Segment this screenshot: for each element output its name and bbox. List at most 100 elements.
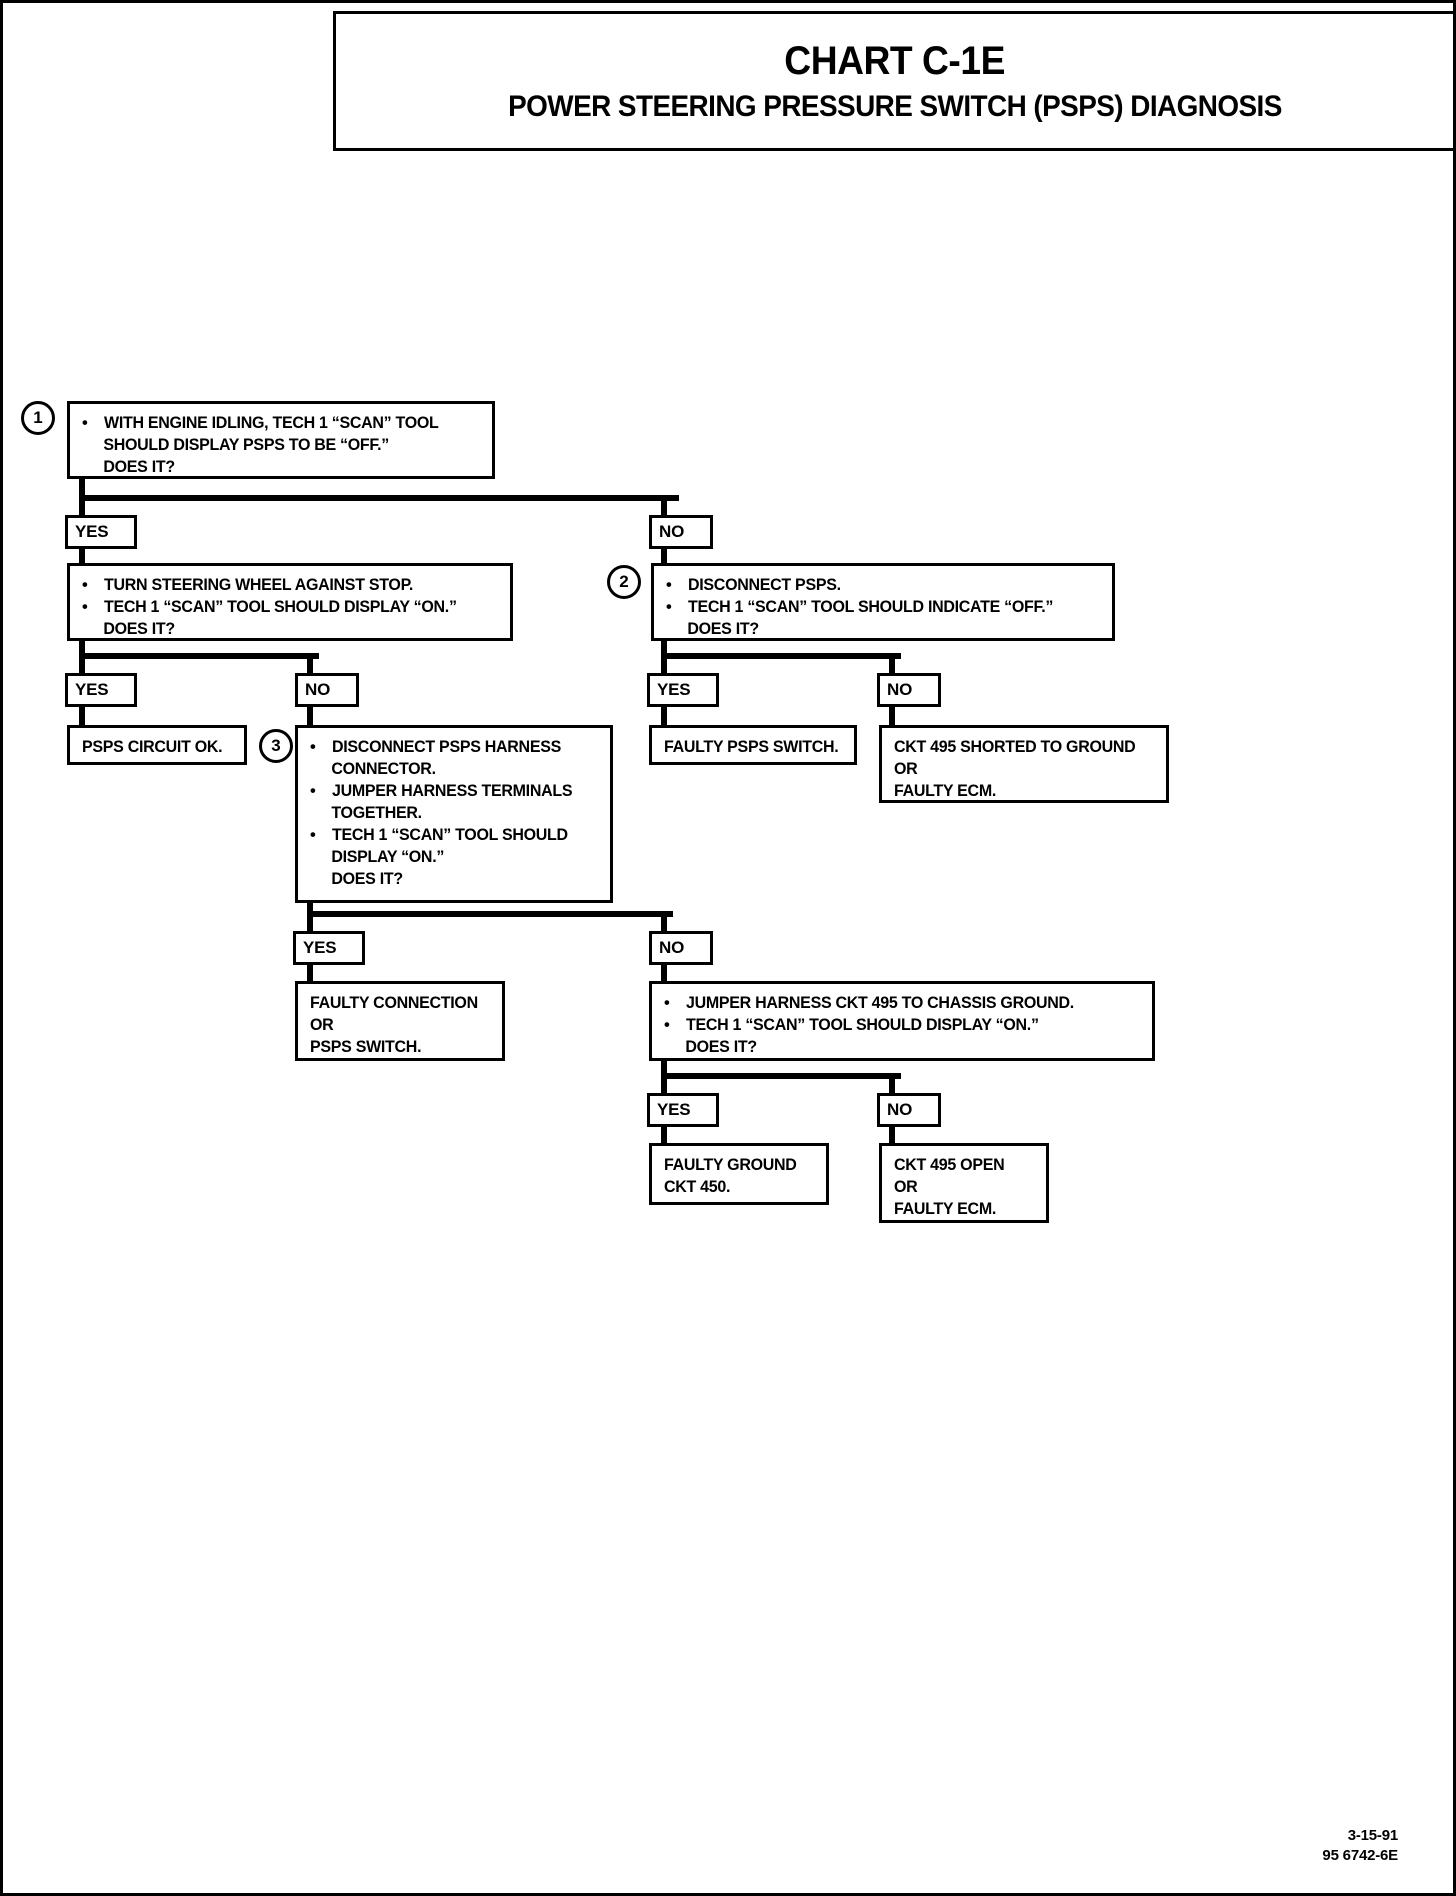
step-number-1-label: 1 [33, 408, 43, 427]
branch-label-yes-4-text: YES [303, 938, 337, 957]
branch-label-yes-5: YES [647, 1093, 719, 1127]
connector-no2-to-box [307, 707, 313, 727]
result-faulty-connection-line-2: OR [310, 1015, 334, 1034]
step-number-2-label: 2 [619, 572, 629, 591]
chart-title: POWER STEERING PRESSURE SWITCH (PSPS) DI… [507, 89, 1282, 123]
step-2-line-2: TECH 1 “SCAN” TOOL SHOULD INDICATE “OFF.… [688, 597, 1054, 616]
footer-date: 3-15-91 [1347, 1827, 1399, 1844]
step-1-line-3: DOES IT? [103, 457, 175, 476]
connector-step4-no-drop [889, 1073, 895, 1095]
branch-label-no-4-text: NO [659, 938, 685, 957]
bullet-icon [664, 1015, 686, 1037]
connector-no5-to-box [889, 1127, 895, 1145]
result-ckt495-open: CKT 495 OPEN OR FAULTY ECM. [879, 1143, 1049, 1223]
step-3-line-3a: TECH 1 “SCAN” TOOL SHOULD [332, 825, 568, 844]
result-faulty-connection: FAULTY CONNECTION OR PSPS SWITCH. [295, 981, 505, 1061]
result-ckt495-shorted-line-3: FAULTY ECM. [894, 781, 997, 800]
bullet-icon [310, 825, 332, 847]
title-block: CHART C-1E POWER STEERING PRESSURE SWITC… [333, 11, 1453, 151]
connector-step2-no-drop [889, 653, 895, 675]
step-3-line-2b: TOGETHER. [331, 803, 422, 822]
connector-yes2-to-box [79, 707, 85, 727]
result-psps-circuit-ok: PSPS CIRCUIT OK. [67, 725, 247, 765]
step-3-line-1b: CONNECTOR. [331, 759, 436, 778]
bullet-icon [82, 413, 104, 435]
step-1-line-1: WITH ENGINE IDLING, TECH 1 “SCAN” TOOL [104, 414, 439, 432]
result-faulty-connection-line-1: FAULTY CONNECTION [310, 994, 478, 1012]
branch-label-yes-2: YES [65, 673, 137, 707]
result-ckt495-shorted: CKT 495 SHORTED TO GROUND OR FAULTY ECM. [879, 725, 1169, 803]
step-4-line-1: JUMPER HARNESS CKT 495 TO CHASSIS GROUND… [686, 994, 1074, 1012]
step-2-line-3: DOES IT? [687, 619, 759, 638]
result-psps-circuit-ok-text: PSPS CIRCUIT OK. [82, 738, 223, 756]
step-2-line-1: DISCONNECT PSPS. [688, 576, 841, 594]
branch-label-no-1-text: NO [659, 522, 685, 541]
connector-step1-no-drop [661, 495, 667, 517]
step-3-line-1a: DISCONNECT PSPS HARNESS [332, 738, 561, 756]
connector-step2-down [661, 641, 667, 659]
bullet-icon [666, 575, 688, 597]
branch-label-yes-3: YES [647, 673, 719, 707]
result-faulty-ground-line-2: CKT 450. [664, 1177, 731, 1196]
connector-yesbox-no-drop [307, 653, 313, 675]
connector-yes1-to-box [79, 549, 85, 565]
result-faulty-psps-switch-text: FAULTY PSPS SWITCH. [664, 738, 839, 756]
result-faulty-connection-line-3: PSPS SWITCH. [310, 1037, 422, 1056]
connector-no4-to-box [661, 965, 667, 983]
connector-step1-down [79, 479, 85, 501]
connector-step4-down [661, 1061, 667, 1077]
step-number-1: 1 [21, 401, 55, 435]
connector-step2-yes-drop [661, 653, 667, 675]
step-1-yes-box: TURN STEERING WHEEL AGAINST STOP. TECH 1… [67, 563, 513, 641]
bullet-icon [310, 781, 332, 803]
branch-label-yes-1: YES [65, 515, 137, 549]
result-ckt495-shorted-line-2: OR [894, 759, 918, 778]
branch-label-yes-1-text: YES [75, 522, 109, 541]
result-faulty-ground: FAULTY GROUND CKT 450. [649, 1143, 829, 1205]
step-3-line-4: DOES IT? [331, 869, 403, 888]
connector-yes3-to-box [661, 707, 667, 727]
step-1-box: WITH ENGINE IDLING, TECH 1 “SCAN” TOOL S… [67, 401, 495, 479]
branch-label-no-5-text: NO [887, 1100, 913, 1119]
branch-label-no-3: NO [877, 673, 941, 707]
branch-label-no-3-text: NO [887, 680, 913, 699]
branch-label-yes-3-text: YES [657, 680, 691, 699]
connector-yesbox-down [79, 641, 85, 659]
step-1-yes-line-3: DOES IT? [103, 619, 175, 638]
connector-yesbox-bus [79, 653, 319, 659]
branch-label-no-5: NO [877, 1093, 941, 1127]
step-4-line-3: DOES IT? [685, 1037, 757, 1056]
result-ckt495-shorted-line-1: CKT 495 SHORTED TO GROUND [894, 738, 1136, 756]
bullet-icon [82, 575, 104, 597]
branch-label-no-4: NO [649, 931, 713, 965]
step-number-3: 3 [259, 729, 293, 763]
step-1-line-2: SHOULD DISPLAY PSPS TO BE “OFF.” [103, 435, 390, 454]
chart-number: CHART C-1E [784, 38, 1005, 83]
footer-doc-number: 95 6742-6E [1322, 1846, 1398, 1864]
bullet-icon [310, 737, 332, 759]
step-3-box: DISCONNECT PSPS HARNESS CONNECTOR. JUMPE… [295, 725, 613, 903]
step-1-yes-line-2: TECH 1 “SCAN” TOOL SHOULD DISPLAY “ON.” [104, 597, 457, 616]
step-3-line-2a: JUMPER HARNESS TERMINALS [332, 781, 573, 800]
connector-step3-no-drop [661, 911, 667, 933]
step-number-3-label: 3 [271, 736, 281, 755]
step-number-2: 2 [607, 565, 641, 599]
branch-label-no-2-text: NO [305, 680, 331, 699]
bullet-icon [664, 993, 686, 1015]
connector-step2-bus [661, 653, 901, 659]
step-4-box: JUMPER HARNESS CKT 495 TO CHASSIS GROUND… [649, 981, 1155, 1061]
result-ckt495-open-line-2: OR [894, 1177, 918, 1196]
connector-step1-bus [79, 495, 679, 501]
footer: 3-15-91 95 6742-6E [1322, 1826, 1398, 1865]
step-3-line-3b: DISPLAY “ON.” [331, 847, 445, 866]
connector-step4-bus [661, 1073, 901, 1079]
bullet-icon [666, 597, 688, 619]
step-2-box: DISCONNECT PSPS. TECH 1 “SCAN” TOOL SHOU… [651, 563, 1115, 641]
step-1-yes-line-1: TURN STEERING WHEEL AGAINST STOP. [104, 576, 414, 594]
branch-label-no-2: NO [295, 673, 359, 707]
branch-label-yes-5-text: YES [657, 1100, 691, 1119]
branch-label-no-1: NO [649, 515, 713, 549]
result-ckt495-open-line-1: CKT 495 OPEN [894, 1156, 1005, 1174]
bullet-icon [82, 597, 104, 619]
